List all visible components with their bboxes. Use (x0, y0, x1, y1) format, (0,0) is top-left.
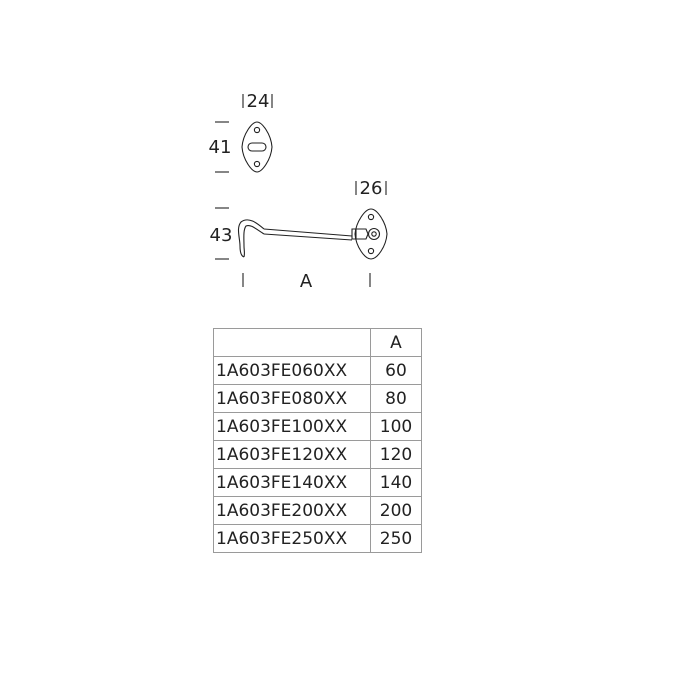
eye-width-label: 24 (247, 91, 270, 112)
table-cell-a: 120 (370, 440, 422, 469)
eye-slot (247, 142, 267, 152)
table-cell-a: 250 (370, 524, 422, 553)
table-row: 1A603FE140XX 140 (213, 468, 422, 497)
table-cell-a: 100 (370, 412, 422, 441)
table-cell-code: 1A603FE080XX (213, 384, 371, 413)
hook-pivot-outer (367, 227, 381, 241)
table-cell-code: 1A603FE250XX (213, 524, 371, 553)
eye-screw-hole-top (253, 126, 261, 134)
hook-screw-hole-bottom (367, 247, 375, 255)
table-cell-a: 200 (370, 496, 422, 525)
hook-curl-outer (237, 219, 265, 258)
table-header-code (213, 328, 371, 357)
table-row: 1A603FE100XX 100 (213, 412, 422, 441)
table-row: 1A603FE060XX 60 (213, 356, 422, 385)
table-cell-code: 1A603FE100XX (213, 412, 371, 441)
table-cell-code: 1A603FE140XX (213, 468, 371, 497)
hook-shaft-top (263, 228, 353, 237)
table-cell-code: 1A603FE200XX (213, 496, 371, 525)
hook-plate-width-label: 26 (360, 178, 383, 199)
table-cell-code: 1A603FE060XX (213, 356, 371, 385)
hook-pivot-inner (371, 231, 377, 237)
hook-length-label: A (300, 271, 313, 292)
table-row: 1A603FE120XX 120 (213, 440, 422, 469)
technical-drawing: 24 41 26 43 A (209, 91, 388, 292)
eye-plate-outline (241, 121, 273, 173)
hook-screw-hole-top (367, 213, 375, 221)
hook-curl-inner (243, 225, 265, 258)
table-header-row: A (213, 328, 422, 357)
eye-screw-hole-bottom (253, 160, 261, 168)
hook-drawing (215, 181, 388, 287)
eye-height-label: 41 (209, 137, 232, 158)
table-row: 1A603FE080XX 80 (213, 384, 422, 413)
table-row: 1A603FE250XX 250 (213, 524, 422, 553)
table-cell-a: 80 (370, 384, 422, 413)
hook-plate-outline (354, 208, 388, 260)
table-header-a: A (370, 328, 422, 357)
table-row: 1A603FE200XX 200 (213, 496, 422, 525)
table-cell-code: 1A603FE120XX (213, 440, 371, 469)
dimension-table: A 1A603FE060XX 60 1A603FE080XX 80 1A603F… (213, 328, 422, 553)
table-cell-a: 60 (370, 356, 422, 385)
hook-collar (351, 228, 369, 240)
hook-shaft-bottom (263, 233, 353, 241)
hook-height-label: 43 (210, 225, 233, 246)
eye-plate-drawing (215, 94, 273, 173)
table-cell-a: 140 (370, 468, 422, 497)
